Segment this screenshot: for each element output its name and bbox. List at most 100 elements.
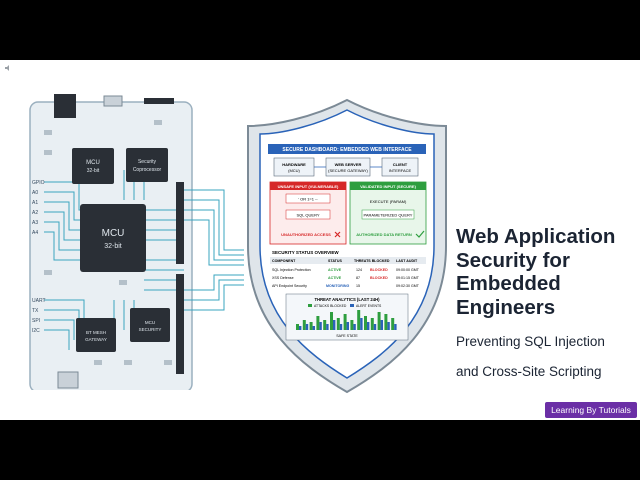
barrel-jack bbox=[54, 94, 76, 118]
unsafe-title: UNSAFE INPUT (VULNERABLE) bbox=[278, 184, 339, 189]
flow-client-box bbox=[381, 157, 419, 177]
attack-bar bbox=[336, 318, 340, 330]
alert-bar bbox=[394, 324, 397, 330]
svg-text:THREATS BLOCKED: THREATS BLOCKED bbox=[354, 259, 390, 263]
alert-bar bbox=[312, 326, 315, 330]
mcu-large-chip bbox=[80, 204, 146, 272]
title-line-4: Engineers bbox=[456, 295, 556, 319]
header-top bbox=[144, 98, 174, 104]
mcu-small-sub: 32-bit bbox=[87, 168, 100, 174]
slide: GPIO A0 A1 A2 A3 A4 UART TX SPI I2C MCU … bbox=[0, 60, 640, 420]
attack-bar bbox=[357, 310, 361, 330]
svg-text:API Endpoint Security: API Endpoint Security bbox=[272, 284, 307, 288]
flow-client-sub: INTERFACE bbox=[389, 168, 412, 173]
svg-text:MONITORING: MONITORING bbox=[326, 284, 349, 288]
board-to-shield-links bbox=[184, 189, 244, 311]
mcu-security-chip bbox=[130, 308, 170, 342]
mcu-small-chip bbox=[72, 148, 114, 184]
alert-bar bbox=[360, 318, 363, 330]
safe-result: AUTHORIZED DATA RETURN bbox=[356, 232, 412, 237]
alert-bar bbox=[367, 322, 370, 330]
title-line-2: Security for bbox=[456, 248, 570, 272]
svg-text:A0: A0 bbox=[32, 190, 38, 196]
title-block: Web Application Security for Embedded En… bbox=[456, 225, 636, 387]
mcu-small-label: MCU bbox=[86, 160, 100, 166]
bt-chip-sub: GATEWAY bbox=[85, 337, 107, 342]
dashboard-title: SECURE DASHBOARD: EMBEDDED WEB INTERFACE bbox=[282, 147, 412, 153]
svg-text:A2: A2 bbox=[32, 210, 38, 216]
right-header-top bbox=[176, 182, 184, 264]
left-pin-labels: GPIO A0 A1 A2 A3 A4 UART TX SPI I2C bbox=[32, 180, 46, 334]
safe-title: VALIDATED INPUT (SECURE) bbox=[360, 184, 417, 189]
analytics-panel bbox=[285, 293, 409, 341]
passive-components bbox=[44, 120, 172, 365]
alert-bar bbox=[373, 324, 377, 330]
safe-step1: EXECUTE (PARAM) bbox=[370, 199, 407, 204]
svg-text:SPI: SPI bbox=[32, 318, 40, 324]
unsafe-code: ' OR 1=1 -- bbox=[298, 197, 318, 202]
flow-hardware-sub: (MCU) bbox=[288, 168, 300, 173]
attack-bar bbox=[370, 318, 374, 330]
alert-bar bbox=[339, 324, 343, 330]
alert-bar bbox=[353, 324, 356, 330]
alert-bar bbox=[319, 322, 322, 330]
svg-text:09:01:15 GMT: 09:01:15 GMT bbox=[396, 276, 420, 280]
flow-client-label: CLIENT bbox=[393, 162, 408, 167]
title-line-1: Web Application bbox=[456, 225, 616, 248]
mcu-large-sub: 32-bit bbox=[104, 243, 122, 250]
speaker-icon bbox=[5, 65, 9, 71]
usb-port bbox=[103, 95, 123, 107]
alert-bar bbox=[387, 322, 390, 330]
security-shield-illustration: SECURE DASHBOARD: EMBEDDED WEB INTERFACE… bbox=[247, 98, 447, 394]
mcu-sec-label: MCU bbox=[145, 320, 155, 325]
svg-text:XSS Defense: XSS Defense bbox=[272, 276, 294, 280]
legend-attacks: ATTACKS BLOCKED bbox=[314, 304, 347, 308]
flow-hardware-box bbox=[273, 157, 315, 177]
unsafe-result: UNAUTHORIZED ACCESS bbox=[281, 232, 331, 237]
alert-bar bbox=[326, 324, 329, 330]
safe-step2: PARAMETERIZED QUERY bbox=[364, 213, 413, 218]
dashboard-header bbox=[268, 144, 426, 154]
unsafe-query: SQL QUERY bbox=[296, 213, 319, 218]
svg-text:A1: A1 bbox=[32, 200, 38, 206]
bt-mesh-chip bbox=[76, 318, 116, 352]
flow-webserver-box bbox=[325, 157, 371, 177]
svg-text:BLOCKED: BLOCKED bbox=[370, 276, 388, 280]
attack-bar bbox=[309, 322, 313, 330]
svg-text:I2C: I2C bbox=[32, 328, 40, 334]
usb-bottom-port bbox=[57, 371, 79, 389]
svg-text:ACTIVE: ACTIVE bbox=[328, 268, 342, 272]
attack-bar bbox=[330, 312, 333, 330]
right-header-bottom bbox=[176, 274, 184, 374]
channel-badge[interactable]: Learning By Tutorials bbox=[545, 402, 637, 418]
svg-text:COMPONENT: COMPONENT bbox=[272, 259, 296, 263]
alert-bar bbox=[380, 320, 383, 330]
status-rows: SQL Injection Protection ACTIVE 124 BLOC… bbox=[272, 268, 420, 288]
status-title: SECURITY STATUS OVERVIEW bbox=[272, 250, 339, 255]
alert-bar bbox=[333, 320, 336, 330]
svg-text:09:02:30 GMT: 09:02:30 GMT bbox=[396, 284, 420, 288]
svg-text:STATUS: STATUS bbox=[328, 259, 342, 263]
security-chip-label: Security bbox=[138, 159, 157, 165]
alert-bar bbox=[346, 322, 349, 330]
attack-bar bbox=[377, 312, 381, 330]
svg-text:TX: TX bbox=[32, 308, 39, 314]
svg-text:GPIO: GPIO bbox=[32, 180, 45, 186]
mcu-large-label: MCU bbox=[102, 228, 125, 239]
attack-bar bbox=[316, 316, 320, 330]
svg-text:BLOCKED: BLOCKED bbox=[370, 268, 388, 272]
safe-check-icon bbox=[415, 230, 425, 238]
circuit-board-illustration: GPIO A0 A1 A2 A3 A4 UART TX SPI I2C MCU … bbox=[29, 94, 244, 390]
slide-title: Web Application Security for Embedded En… bbox=[456, 225, 636, 319]
flow-webserver-label: WEB SERVER bbox=[335, 162, 362, 167]
svg-text:A3: A3 bbox=[32, 220, 38, 226]
mcu-sec-sub: SECURITY bbox=[139, 327, 162, 332]
attack-bar bbox=[296, 324, 299, 330]
analytics-caption: SAFE STATE bbox=[336, 334, 358, 338]
security-coprocessor-chip bbox=[126, 148, 168, 182]
attack-bar bbox=[302, 320, 306, 330]
security-chip-sub: Coprocessor bbox=[133, 167, 162, 173]
analytics-title: THREAT ANALYTICS (LAST 24H) bbox=[315, 297, 381, 302]
attack-bar bbox=[323, 320, 327, 330]
attack-bar bbox=[391, 318, 395, 330]
